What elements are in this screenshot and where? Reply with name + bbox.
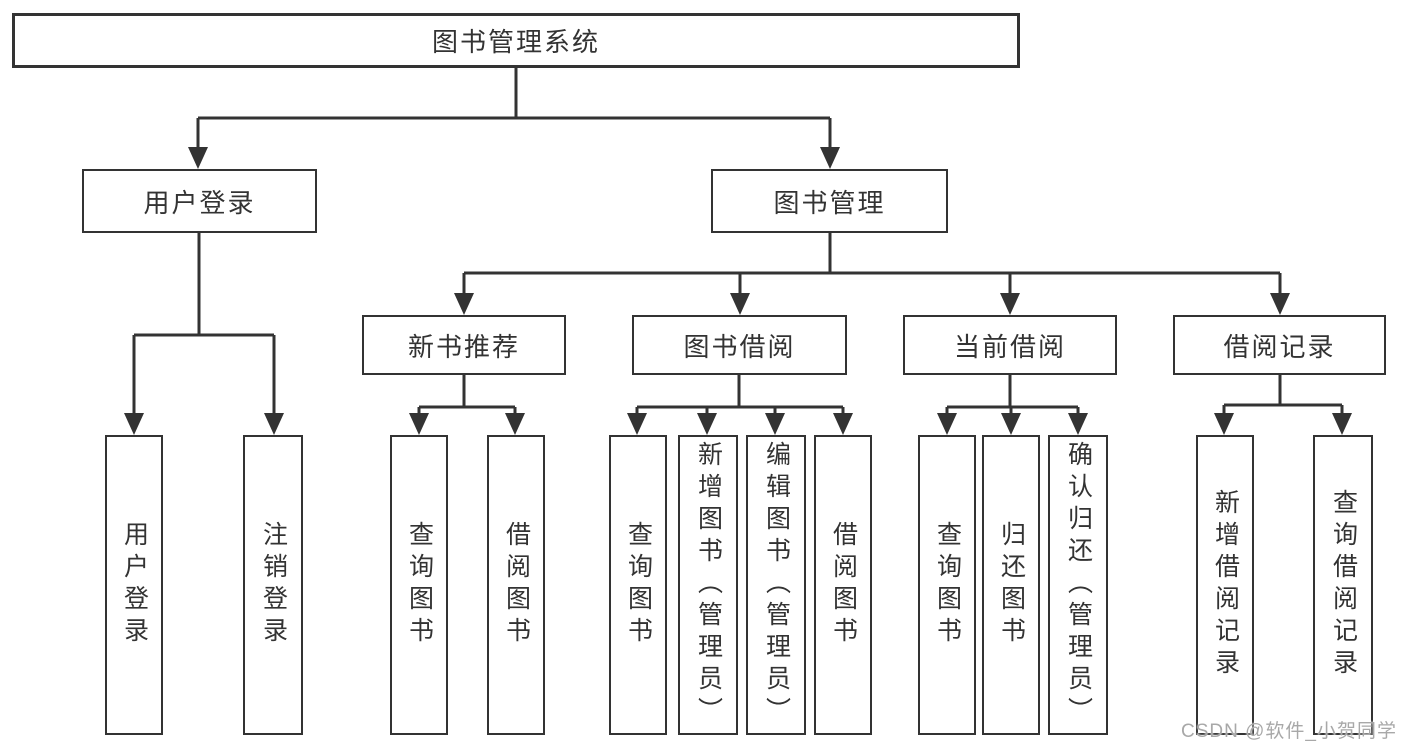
arrow-icon	[1332, 413, 1352, 435]
node-leaf-borrow-borrow-label: 借阅图书	[829, 521, 858, 649]
arrow-icon	[1214, 413, 1234, 435]
arrow-icon	[454, 293, 474, 315]
node-leaf-records-add-label: 新增借阅记录	[1211, 489, 1240, 681]
node-leaf-current-return-label: 归还图书	[997, 521, 1026, 649]
node-book-borrow-label: 图书借阅	[683, 331, 796, 362]
node-leaf-borrow-add: 新增图书（管理员）	[678, 435, 738, 735]
arrow-icon	[505, 413, 525, 435]
arrow-icon	[1068, 413, 1088, 435]
node-borrow-records-label: 借阅记录	[1223, 331, 1336, 362]
node-leaf-current-return: 归还图书	[982, 435, 1040, 735]
node-leaf-current-query-label: 查询图书	[933, 521, 962, 649]
csdn-watermark: CSDN @软件_小贺同学	[1181, 721, 1397, 742]
arrow-icon	[1000, 293, 1020, 315]
node-leaf-borrow-edit: 编辑图书（管理员）	[746, 435, 806, 735]
node-leaf-records-query: 查询借阅记录	[1313, 435, 1373, 735]
arrow-icon	[1001, 413, 1021, 435]
node-current-borrow: 当前借阅	[903, 315, 1117, 375]
node-leaf-records-add: 新增借阅记录	[1196, 435, 1254, 735]
connector-book-borrow-to-leaves	[635, 375, 845, 416]
node-leaf-records-query-label: 查询借阅记录	[1329, 489, 1358, 681]
node-leaf-borrow-borrow: 借阅图书	[814, 435, 872, 735]
connector-root-to-level2	[196, 68, 832, 150]
node-leaf-borrow-add-label: 新增图书（管理员）	[694, 441, 723, 729]
node-new-books-label: 新书推荐	[407, 331, 520, 362]
arrow-icon	[627, 413, 647, 435]
node-root: 图书管理系统	[12, 13, 1020, 68]
arrow-icon	[820, 147, 840, 169]
node-book-mgmt-label: 图书管理	[773, 187, 886, 218]
node-root-label: 图书管理系统	[431, 27, 600, 57]
connector-current-borrow-to-leaves	[945, 375, 1080, 416]
node-leaf-newbooks-query: 查询图书	[390, 435, 448, 735]
arrow-icon	[188, 147, 208, 169]
arrow-icon	[765, 413, 785, 435]
node-new-books: 新书推荐	[362, 315, 566, 375]
arrow-icon	[833, 413, 853, 435]
node-leaf-borrow-edit-label: 编辑图书（管理员）	[762, 441, 791, 729]
node-leaf-logout: 注销登录	[243, 435, 303, 735]
arrow-icon	[697, 413, 717, 435]
node-leaf-borrow-query-label: 查询图书	[624, 521, 653, 649]
connector-new-books-to-leaves	[417, 375, 517, 416]
node-leaf-current-confirm-label: 确认归还（管理员）	[1064, 441, 1093, 729]
node-leaf-newbooks-borrow: 借阅图书	[487, 435, 545, 735]
arrow-icon	[1270, 293, 1290, 315]
arrow-icon	[264, 413, 284, 435]
node-borrow-records: 借阅记录	[1173, 315, 1386, 375]
node-leaf-borrow-query: 查询图书	[609, 435, 667, 735]
arrow-icon	[937, 413, 957, 435]
arrow-icon	[409, 413, 429, 435]
connector-user-login-to-leaves	[132, 233, 276, 416]
node-current-borrow-label: 当前借阅	[953, 331, 1066, 362]
node-leaf-user-login: 用户登录	[105, 435, 163, 735]
node-leaf-user-login-label: 用户登录	[120, 521, 149, 649]
node-leaf-newbooks-borrow-label: 借阅图书	[502, 521, 531, 649]
node-leaf-current-query: 查询图书	[918, 435, 976, 735]
arrowheads	[124, 147, 1352, 435]
node-book-mgmt: 图书管理	[711, 169, 948, 233]
node-leaf-logout-label: 注销登录	[259, 521, 288, 649]
node-user-login: 用户登录	[82, 169, 317, 233]
node-user-login-label: 用户登录	[143, 187, 256, 218]
node-leaf-current-confirm: 确认归还（管理员）	[1048, 435, 1108, 735]
arrow-icon	[730, 293, 750, 315]
arrow-icon	[124, 413, 144, 435]
node-book-borrow: 图书借阅	[632, 315, 847, 375]
connector-borrow-records-to-leaves	[1222, 375, 1344, 416]
node-leaf-newbooks-query-label: 查询图书	[405, 521, 434, 649]
connector-book-mgmt-to-level3	[462, 233, 1282, 296]
